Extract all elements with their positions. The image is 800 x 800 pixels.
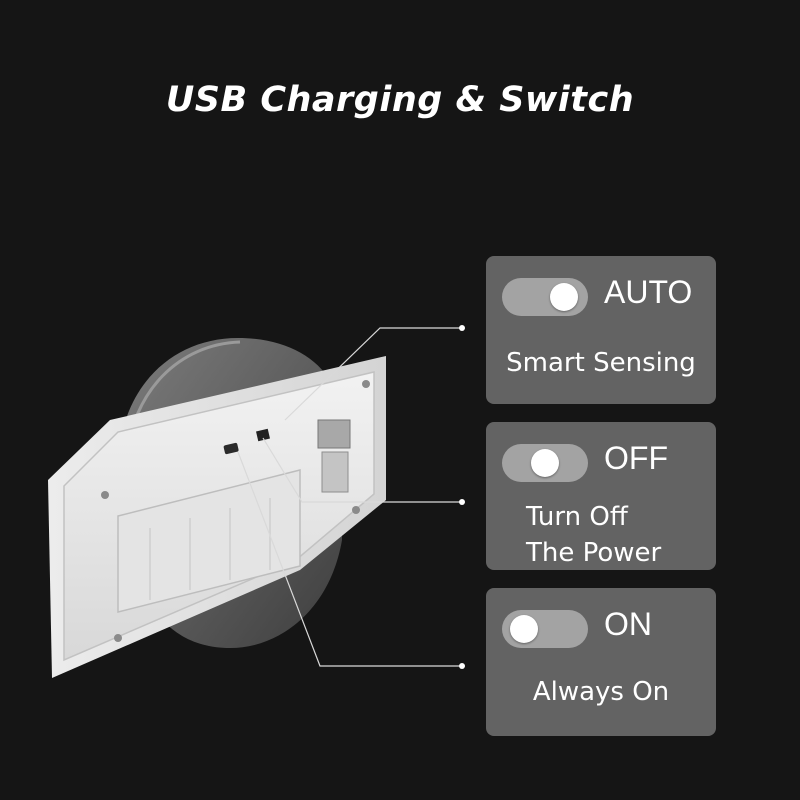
mode-toggle: [502, 610, 588, 648]
mode-description: Turn Off The Power: [526, 499, 716, 571]
mode-state-label: OFF: [604, 440, 668, 476]
mode-card-off: OFF Turn Off The Power: [486, 422, 716, 570]
mode-switch: [256, 428, 270, 442]
battery-contact: [317, 419, 351, 449]
mode-card-auto: AUTO Smart Sensing: [486, 256, 716, 404]
mode-description-line: Turn Off: [526, 502, 628, 532]
mode-description: Smart Sensing: [506, 348, 696, 378]
mode-toggle: [502, 278, 588, 316]
mode-toggle: [502, 444, 588, 482]
battery-compartment: [117, 469, 301, 613]
mode-description: Always On: [532, 677, 670, 707]
callout-line-off: [262, 437, 462, 503]
screw-hole: [352, 506, 360, 514]
mode-state-label: AUTO: [604, 274, 693, 310]
toggle-knob: [550, 283, 578, 311]
callout-line-auto: [284, 327, 462, 421]
toggle-knob: [510, 615, 538, 643]
toggle-knob: [531, 449, 559, 477]
screw-hole: [101, 491, 109, 499]
usb-port: [223, 442, 239, 455]
page-title: USB Charging & Switch: [165, 80, 635, 120]
callout-line-on: [237, 451, 462, 667]
mode-card-on: ON Always On: [486, 588, 716, 736]
mode-state-label: ON: [604, 606, 652, 642]
screw-hole: [114, 634, 122, 642]
mode-description-line: The Power: [526, 538, 662, 568]
screw-hole: [362, 380, 370, 388]
